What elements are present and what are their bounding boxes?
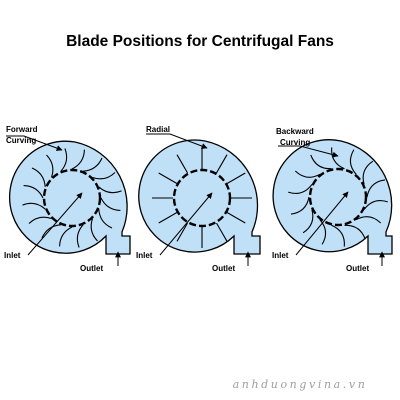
fan-radial-inlet-arrow bbox=[159, 192, 213, 256]
fan-forward: Forward Curving Inlet Outlet bbox=[4, 125, 131, 273]
fan-blade bbox=[31, 167, 46, 187]
fan-forward-impeller-ring bbox=[42, 168, 102, 228]
fan-blade bbox=[83, 157, 103, 172]
fan-blade bbox=[355, 216, 382, 224]
fan-forward-inlet-label: Inlet bbox=[4, 251, 21, 260]
fan-radial-outlet-label: Outlet bbox=[212, 264, 235, 273]
fan-blade bbox=[158, 172, 178, 184]
fan-forward-label-arrow bbox=[6, 135, 63, 151]
fan-forward-label: Forward bbox=[6, 125, 38, 134]
fan-forward-label-2: Curving bbox=[6, 136, 36, 145]
fan-blade bbox=[310, 154, 332, 170]
fan-blade bbox=[41, 224, 61, 239]
fan-blade bbox=[349, 149, 357, 175]
fan-backward-label-arrow bbox=[278, 145, 339, 158]
fan-blade bbox=[60, 148, 68, 172]
fan-backward-label: Backward bbox=[276, 127, 314, 136]
fan-radial: Radial Inlet Outlet bbox=[136, 125, 261, 273]
fan-backward-inlet-arrow bbox=[295, 191, 349, 256]
fan-blade bbox=[46, 154, 54, 178]
fan-backward-housing bbox=[272, 139, 393, 255]
fan-forward-inlet-arrow bbox=[27, 192, 83, 256]
fan-blade bbox=[158, 212, 178, 224]
fan-blade bbox=[100, 197, 121, 211]
fan-blade bbox=[28, 216, 52, 224]
fan-blade bbox=[226, 172, 246, 184]
fan-blade bbox=[216, 154, 228, 174]
fan-radial-impeller-ring bbox=[172, 168, 232, 228]
fan-forward-housing bbox=[9, 140, 131, 255]
fan-blade bbox=[71, 149, 85, 170]
fan-radial-label-arrow bbox=[146, 133, 208, 149]
fan-forward-outlet-label: Outlet bbox=[80, 264, 103, 273]
fan-blade bbox=[366, 179, 386, 198]
fan-forward-blades bbox=[22, 148, 122, 248]
fan-radial-label: Radial bbox=[146, 125, 170, 134]
fan-radial-inlet-label: Inlet bbox=[136, 251, 153, 260]
fan-blade bbox=[288, 184, 313, 194]
fan-blade bbox=[23, 185, 44, 199]
fan-blade bbox=[76, 224, 84, 248]
fan-blade bbox=[363, 200, 388, 210]
fan-blade bbox=[319, 219, 327, 245]
fan-blade bbox=[22, 202, 46, 210]
fan-radial-housing bbox=[138, 139, 261, 255]
fan-blade bbox=[290, 196, 310, 215]
fan-backward: Backward Curving Inlet Outlet bbox=[272, 127, 393, 273]
fan-blade bbox=[331, 224, 345, 247]
watermark-text: anhduongvina.vn bbox=[232, 378, 368, 391]
fan-blade bbox=[302, 209, 314, 234]
fan-blade bbox=[90, 218, 98, 242]
fan-blade bbox=[98, 186, 122, 194]
fan-blade bbox=[226, 212, 246, 224]
fan-blade bbox=[216, 222, 228, 242]
fan-backward-inlet-label: Inlet bbox=[272, 251, 289, 260]
fan-blade bbox=[344, 224, 366, 240]
fan-radial-blades bbox=[152, 148, 252, 248]
fan-backward-label-2: Curving bbox=[280, 138, 310, 147]
fan-blade bbox=[362, 160, 374, 185]
fan-blade bbox=[92, 172, 116, 180]
fan-blade bbox=[98, 209, 113, 229]
fan-backward-blades bbox=[288, 147, 388, 247]
fan-blade bbox=[59, 226, 73, 247]
fan-blade bbox=[176, 154, 188, 174]
fan-backward-outlet-label: Outlet bbox=[346, 264, 369, 273]
fan-blade bbox=[176, 222, 188, 242]
diagram-title: Blade Positions for Centrifugal Fans bbox=[66, 33, 334, 50]
fan-blade bbox=[294, 170, 321, 178]
fan-backward-impeller-ring bbox=[308, 167, 368, 227]
fan-blade bbox=[331, 147, 345, 170]
